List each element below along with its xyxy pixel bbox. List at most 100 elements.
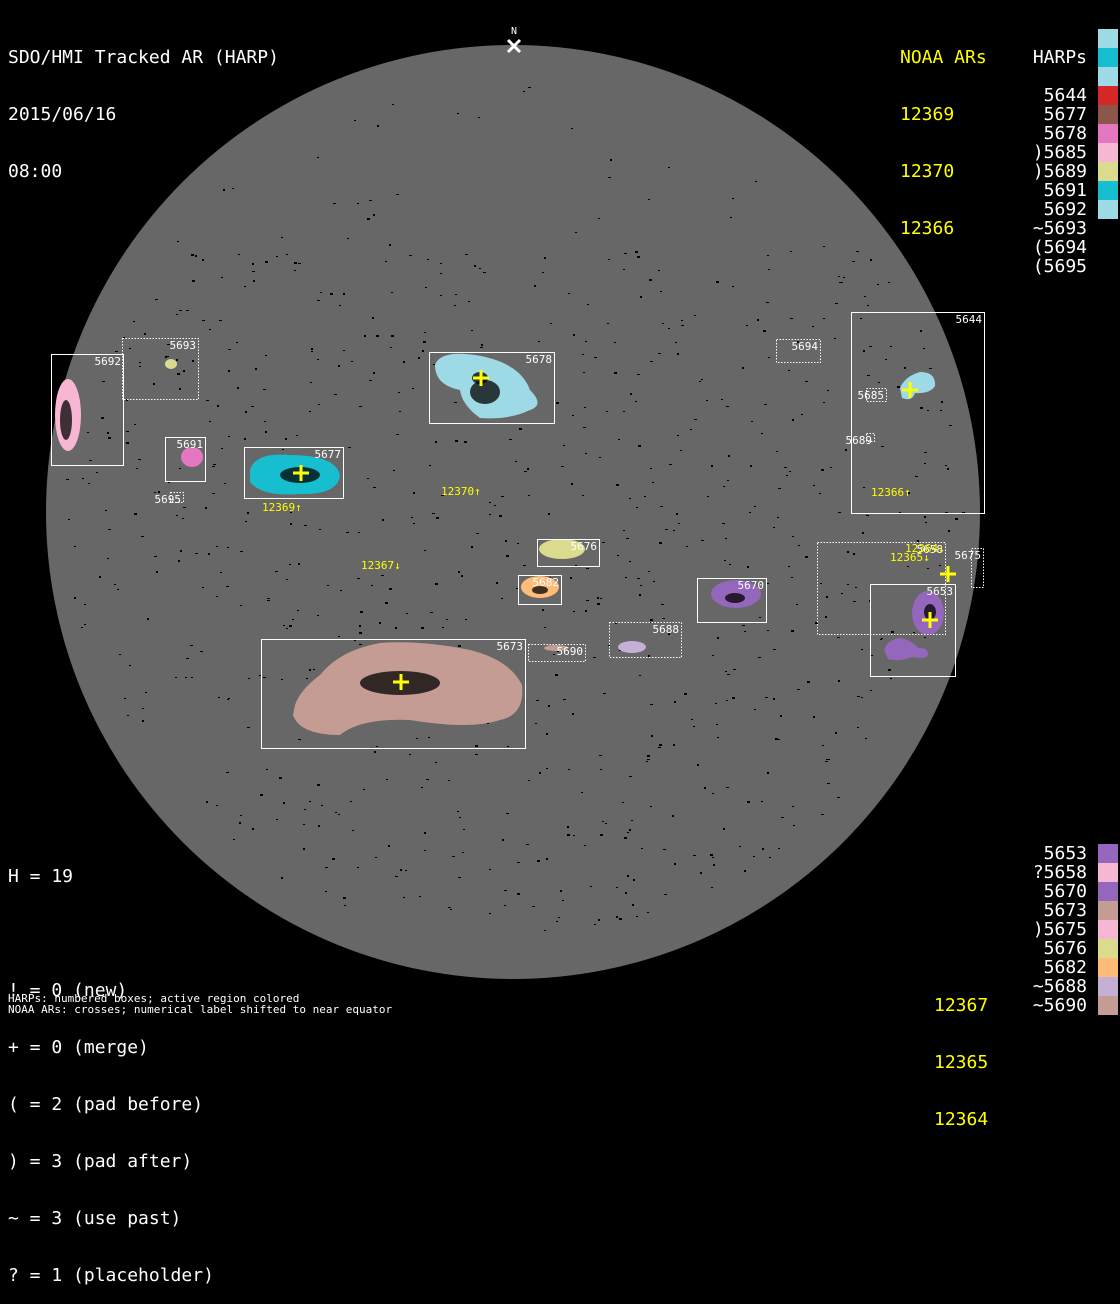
speckle	[585, 341, 587, 342]
speckle	[317, 784, 320, 786]
speckle	[505, 540, 507, 542]
speckle	[244, 438, 246, 440]
speckle	[539, 772, 541, 774]
harp-color-swatch	[1098, 920, 1118, 939]
speckle	[625, 892, 627, 894]
sunspot-core	[532, 586, 548, 594]
speckle	[767, 255, 769, 256]
speckle	[711, 465, 713, 467]
speckle	[425, 287, 427, 288]
speckle	[573, 835, 575, 836]
noaa-cross-icon	[473, 370, 489, 386]
speckle	[608, 177, 611, 178]
speckle	[310, 382, 312, 383]
speckle	[888, 669, 891, 671]
speckle	[792, 806, 794, 807]
region-5676	[539, 539, 585, 559]
region-5653b	[884, 638, 928, 661]
speckle	[605, 823, 607, 824]
harp-box	[866, 388, 887, 402]
speckle	[74, 597, 76, 599]
speckle	[636, 507, 638, 508]
speckle	[553, 654, 555, 655]
speckle	[768, 357, 770, 358]
speckle	[650, 619, 653, 621]
speckle	[440, 295, 442, 296]
harp-box	[165, 437, 206, 482]
speckle	[788, 566, 790, 567]
speckle	[237, 387, 239, 389]
speckle	[506, 555, 509, 557]
noaa-cross-icon	[393, 674, 409, 690]
speckle	[286, 628, 288, 629]
speckle	[114, 584, 116, 585]
legend-line: ) = 3 (pad after)	[8, 1151, 193, 1172]
speckle	[857, 727, 859, 728]
speckle	[179, 468, 181, 469]
harp-legend-label: )5685	[1032, 142, 1087, 163]
speckle	[582, 354, 584, 355]
speckle	[74, 546, 76, 547]
speckle	[145, 692, 147, 693]
speckle	[338, 814, 340, 815]
legend-line: ( = 2 (pad before)	[8, 1094, 204, 1115]
speckle	[344, 905, 346, 906]
speckle	[424, 550, 426, 551]
speckle	[955, 518, 958, 520]
speckle	[747, 801, 750, 803]
speckle	[706, 400, 708, 401]
speckle	[583, 372, 585, 373]
speckle	[586, 600, 589, 601]
speckle	[861, 649, 863, 650]
harp-color-swatch	[1098, 996, 1118, 1015]
speckle	[694, 315, 696, 316]
speckle	[790, 318, 793, 319]
speckle	[154, 556, 157, 557]
speckle	[191, 440, 193, 441]
speckle	[436, 517, 439, 519]
speckle	[381, 575, 384, 576]
harp-box-label: 5653	[927, 585, 954, 598]
speckle	[726, 700, 728, 701]
speckle	[852, 261, 855, 262]
harp-box	[170, 492, 184, 503]
speckle	[504, 905, 506, 906]
speckle	[632, 904, 634, 906]
speckle	[389, 588, 392, 590]
speckle	[863, 487, 865, 488]
harp-color-swatch	[1098, 958, 1118, 977]
speckle	[179, 310, 182, 311]
speckle	[723, 828, 725, 830]
speckle	[136, 468, 138, 469]
speckle	[501, 598, 503, 599]
speckle	[678, 523, 680, 524]
speckle	[165, 356, 167, 358]
speckle	[594, 924, 596, 925]
speckle	[925, 522, 927, 523]
speckle	[448, 907, 451, 908]
speckle	[282, 449, 284, 450]
speckle	[423, 341, 426, 343]
speckle	[750, 465, 752, 467]
speckle	[890, 346, 892, 347]
speckle	[373, 372, 375, 374]
speckle	[669, 464, 672, 465]
speckle	[457, 811, 459, 812]
speckle	[108, 529, 111, 530]
speckle	[421, 787, 423, 788]
speckle	[377, 125, 379, 127]
speckle	[192, 360, 194, 362]
speckle	[532, 906, 535, 907]
speckle	[575, 232, 577, 233]
speckle	[786, 475, 788, 476]
harp-box-label: 5693	[170, 339, 197, 352]
speckle	[462, 852, 464, 853]
speckle	[861, 697, 863, 698]
speckle	[726, 787, 729, 788]
noaa-heading: NOAA ARs	[900, 47, 987, 68]
speckle	[624, 253, 627, 254]
speckle	[357, 867, 359, 868]
speckle	[139, 362, 141, 363]
speckle	[318, 404, 320, 405]
speckle	[917, 540, 919, 542]
